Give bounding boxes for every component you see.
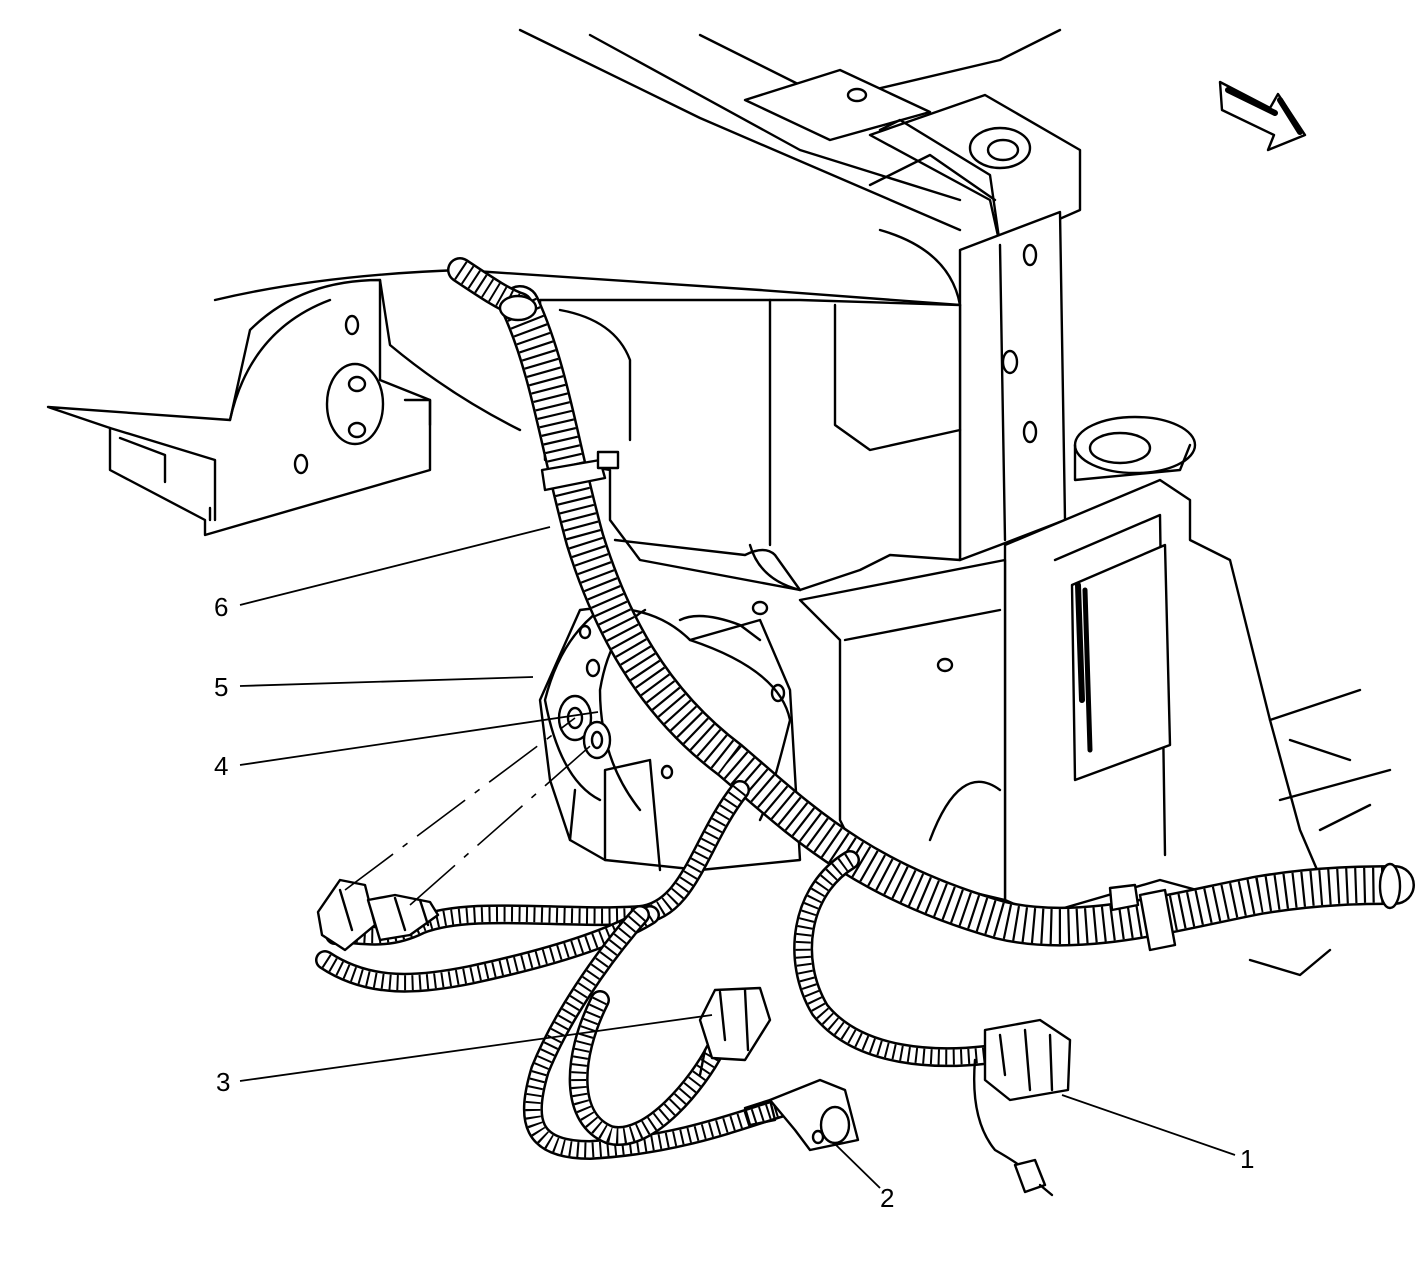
leader-1	[1061, 1094, 1236, 1156]
connector-2	[743, 1078, 860, 1152]
direction-arrow-icon	[1218, 80, 1307, 152]
leader-4	[239, 711, 599, 766]
callout-3: 3	[216, 1067, 230, 1097]
callout-6: 6	[214, 592, 228, 622]
connector-1	[973, 1018, 1072, 1197]
leader-5	[239, 676, 534, 687]
vehicle-body-structure	[46, 28, 1392, 977]
callout-4: 4	[214, 751, 228, 781]
callout-5: 5	[214, 672, 228, 702]
connectors-4-plugs	[316, 878, 440, 952]
leader-2	[835, 1144, 881, 1189]
leader-3	[239, 1014, 713, 1082]
leader-lines	[239, 526, 1236, 1189]
alignment-lines	[344, 717, 598, 906]
callout-1: 1	[1240, 1144, 1254, 1174]
callout-labels: 1 2 3 4 5 6	[214, 592, 1254, 1213]
leader-6	[239, 526, 551, 606]
main-wiring-harness	[447, 257, 1415, 952]
connector-3	[698, 986, 772, 1077]
callout-2: 2	[880, 1183, 894, 1213]
